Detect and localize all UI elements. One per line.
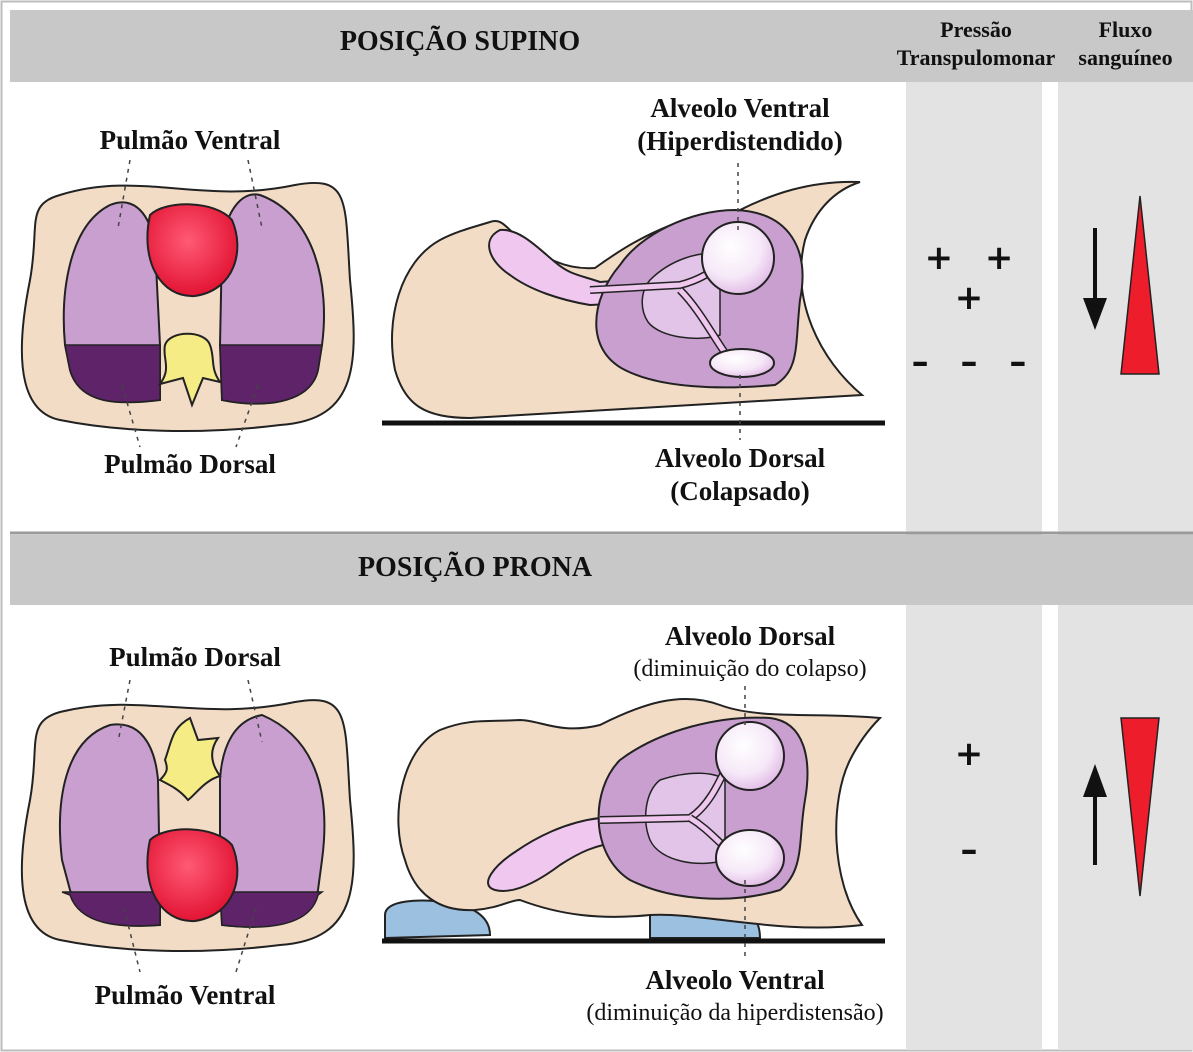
prona-pressao-bottom: – [906,830,1042,870]
prona-alveolo-bottom-line2: (diminuição da hiperdistensão) [550,997,920,1030]
fluxo-header-line1: Fluxo [1058,16,1193,44]
prona-cross-section [22,680,354,972]
prona-alveolo-top-line1: Alveolo Dorsal [590,620,910,653]
supino-alveolo-top-label: Alveolo Ventral (Hiperdistendido) [600,92,880,158]
supino-alveolo-bottom-line2: (Colapsado) [600,475,880,508]
supino-title: POSIÇÃO SUPINO [10,26,910,58]
supino-alveolo-bottom-line1: Alveolo Dorsal [600,442,880,475]
fluxo-header-line2: sanguíneo [1058,44,1193,72]
supino-alveolo-top-line1: Alveolo Ventral [600,92,880,125]
prona-alveolo-bottom-label: Alveolo Ventral (diminuição da hiperdist… [550,964,920,1030]
prona-alveolo-top-line2: (diminuição do colapso) [590,653,910,686]
supino-alveolo-top-line2: (Hiperdistendido) [600,125,880,158]
prona-alveolo-top-label: Alveolo Dorsal (diminuição do colapso) [590,620,910,686]
supino-alveolo-bottom-label: Alveolo Dorsal (Colapsado) [600,442,880,508]
pressao-header-line1: Pressão [896,16,1056,44]
supino-pressao-bottom: – – – [906,342,1042,382]
supino-cross-section [22,160,354,447]
prona-alveolo-bottom-line1: Alveolo Ventral [550,964,920,997]
fluxo-header: Fluxo sanguíneo [1058,16,1193,72]
supino-pulmao-bottom-label: Pulmão Dorsal [60,448,320,481]
prona-pulmao-top-label: Pulmão Dorsal [65,641,325,674]
supino-pulmao-top-label: Pulmão Ventral [60,124,320,157]
pressao-header-line2: Transpulomonar [896,44,1056,72]
prona-pressao-top: + [906,734,1042,774]
supino-pressao-top: + + + [906,238,1042,318]
pressao-header: Pressão Transpulomonar [896,16,1056,72]
prona-title: POSIÇÃO PRONA [10,552,940,584]
prona-pulmao-bottom-label: Pulmão Ventral [55,979,315,1012]
